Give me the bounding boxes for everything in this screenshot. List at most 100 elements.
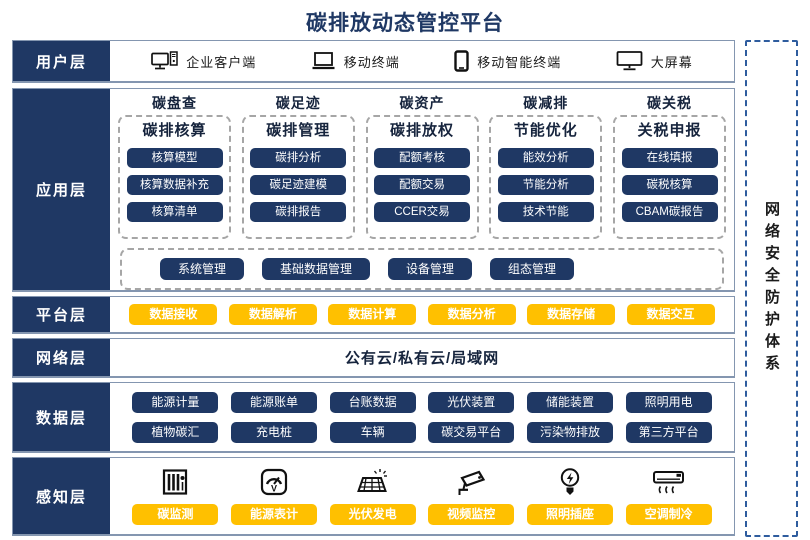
layer-label-application: 应用层 — [13, 89, 110, 290]
application-function-chip: 配额考核 — [374, 148, 470, 168]
application-function-chip: 在线填报 — [621, 148, 718, 168]
application-module-title: 碳排管理 — [266, 122, 331, 139]
application-layer-content: 碳盘查碳排核算核算模型核算数据补充核算清单碳足迹碳排管理碳排分析碳足迹建模碳排报… — [110, 89, 734, 290]
air-conditioner-icon — [652, 467, 685, 497]
management-chip: 基础数据管理 — [261, 258, 370, 280]
user-terminal-label: 大屏幕 — [650, 54, 693, 70]
data-source-chip: 光伏装置 — [428, 391, 515, 413]
application-function-chip: 碳排报告 — [250, 202, 347, 222]
application-function-chip: 技术节能 — [497, 202, 594, 222]
monitor-icon — [616, 50, 643, 72]
perception-device-item: 碳监测 — [132, 467, 219, 525]
user-layer-content: 企业客户端 移动终端 移动智能终端 大屏幕 — [110, 41, 734, 81]
data-source-chip: 能源计量 — [132, 391, 219, 413]
user-terminal-label: 移动终端 — [343, 54, 400, 70]
solar-panel-icon — [356, 467, 389, 497]
cctv-camera-icon — [455, 467, 488, 497]
application-function-chip: 碳足迹建模 — [250, 175, 347, 195]
user-terminal-label: 移动智能终端 — [477, 54, 562, 70]
application-module-title: 关税申报 — [637, 122, 702, 139]
desktop-pc-icon — [151, 50, 178, 72]
data-source-chip: 碳交易平台 — [428, 421, 515, 443]
perception-device-label: 碳监测 — [132, 504, 219, 525]
data-source-chip: 储能装置 — [526, 391, 613, 413]
platform-data-chip: 数据存储 — [527, 304, 616, 325]
layer-label-network: 网络层 — [13, 339, 110, 376]
platform-data-chip: 数据解析 — [228, 304, 317, 325]
layer-label-platform: 平台层 — [13, 297, 110, 332]
data-source-chip: 污染物排放 — [526, 421, 613, 443]
management-module-box: 系统管理基础数据管理设备管理组态管理 — [120, 248, 724, 290]
application-module-box: 碳排管理碳排分析碳足迹建模碳排报告 — [241, 115, 355, 239]
application-module-title: 碳排核算 — [142, 122, 207, 139]
user-terminal-item: 移动智能终端 — [454, 50, 561, 72]
application-category-header: 碳盘查 — [152, 95, 197, 111]
light-bulb-icon — [558, 467, 582, 497]
perception-device-label: 视频监控 — [428, 504, 515, 525]
application-function-chip: CCER交易 — [374, 202, 470, 222]
application-module-box: 关税申报在线填报碳税核算 CBAM碳报告 — [613, 115, 726, 239]
svg-text:V: V — [271, 484, 277, 494]
data-source-chip: 照明用电 — [625, 391, 712, 413]
platform-data-chip: 数据计算 — [328, 304, 417, 325]
platform-data-chip: 数据分析 — [427, 304, 516, 325]
perception-device-item: 光伏发电 — [329, 467, 416, 525]
layer-row-application: 应用层 碳盘查碳排核算核算模型核算数据补充核算清单碳足迹碳排管理碳排分析碳足迹建… — [12, 88, 735, 292]
laptop-icon — [311, 51, 336, 71]
layer-label-perception: 感知层 — [13, 458, 110, 534]
application-function-chip: 碳排分析 — [250, 148, 347, 168]
layer-row-data: 数据层 能源计量能源账单台账数据光伏装置储能装置照明用电植物碳汇充电桩车辆碳交易… — [12, 382, 735, 453]
voltmeter-icon: V — [259, 467, 289, 497]
management-chip: 系统管理 — [159, 258, 244, 280]
layer-label-user: 用户层 — [13, 41, 110, 81]
layer-row-user: 用户层 企业客户端 移动终端 移动智能终端 大屏幕 — [12, 40, 735, 83]
data-source-chip: 第三方平台 — [625, 421, 712, 443]
application-category-header: 碳资产 — [399, 95, 445, 111]
application-column: 碳关税关税申报在线填报碳税核算 CBAM碳报告 — [613, 94, 726, 239]
application-columns: 碳盘查碳排核算核算模型核算数据补充核算清单碳足迹碳排管理碳排分析碳足迹建模碳排报… — [118, 94, 726, 239]
data-source-chip: 植物碳汇 — [132, 421, 219, 443]
application-function-chip: 节能分析 — [497, 175, 594, 195]
application-function-chip: 核算清单 — [126, 202, 223, 222]
application-column: 碳减排节能优化能效分析节能分析技术节能 — [489, 94, 603, 239]
layer-row-network: 网络层 公有云/私有云/局域网 — [12, 338, 735, 378]
data-source-chip: 车辆 — [329, 421, 416, 443]
application-category-header: 碳关税 — [647, 95, 692, 111]
application-function-chip: 配额交易 — [374, 175, 470, 195]
layer-row-platform: 平台层 数据接收数据解析数据计算数据分析数据存储数据交互 — [12, 296, 735, 334]
platform-data-chip: 数据交互 — [626, 304, 715, 325]
application-function-chip: 核算模型 — [126, 148, 223, 168]
perception-device-item: 空调制冷 — [625, 467, 712, 525]
data-source-chip: 能源账单 — [230, 391, 317, 413]
application-column: 碳足迹碳排管理碳排分析碳足迹建模碳排报告 — [241, 94, 355, 239]
user-terminal-item: 移动终端 — [311, 51, 400, 71]
application-function-chip: 核算数据补充 — [126, 175, 223, 195]
page-title: 碳排放动态管控平台 — [306, 12, 504, 35]
network-layer-content: 公有云/私有云/局域网 — [110, 339, 734, 376]
application-function-chip: 能效分析 — [497, 148, 594, 168]
perception-device-label: 空调制冷 — [625, 504, 712, 525]
management-chip: 组态管理 — [490, 258, 575, 280]
smartphone-icon — [454, 50, 469, 72]
application-module-box: 节能优化能效分析节能分析技术节能 — [489, 115, 603, 239]
application-module-box: 碳排核算核算模型核算数据补充核算清单 — [118, 115, 231, 239]
network-cloud-text: 公有云/私有云/局域网 — [344, 350, 500, 367]
perception-device-item: 照明插座 — [526, 467, 613, 525]
emission-monitor-icon — [160, 467, 190, 497]
platform-layer-content: 数据接收数据解析数据计算数据分析数据存储数据交互 — [110, 297, 734, 332]
application-column: 碳盘查碳排核算核算模型核算数据补充核算清单 — [118, 94, 231, 239]
user-terminal-item: 大屏幕 — [616, 50, 693, 72]
data-source-chip: 台账数据 — [329, 391, 416, 413]
application-function-chip: CBAM碳报告 — [621, 202, 718, 222]
data-source-chip: 充电桩 — [230, 421, 317, 443]
user-terminal-item: 企业客户端 — [151, 50, 256, 72]
application-function-chip: 碳税核算 — [621, 175, 718, 195]
perception-device-item: 视频监控 — [428, 467, 515, 525]
perception-device-label: 照明插座 — [526, 504, 613, 525]
